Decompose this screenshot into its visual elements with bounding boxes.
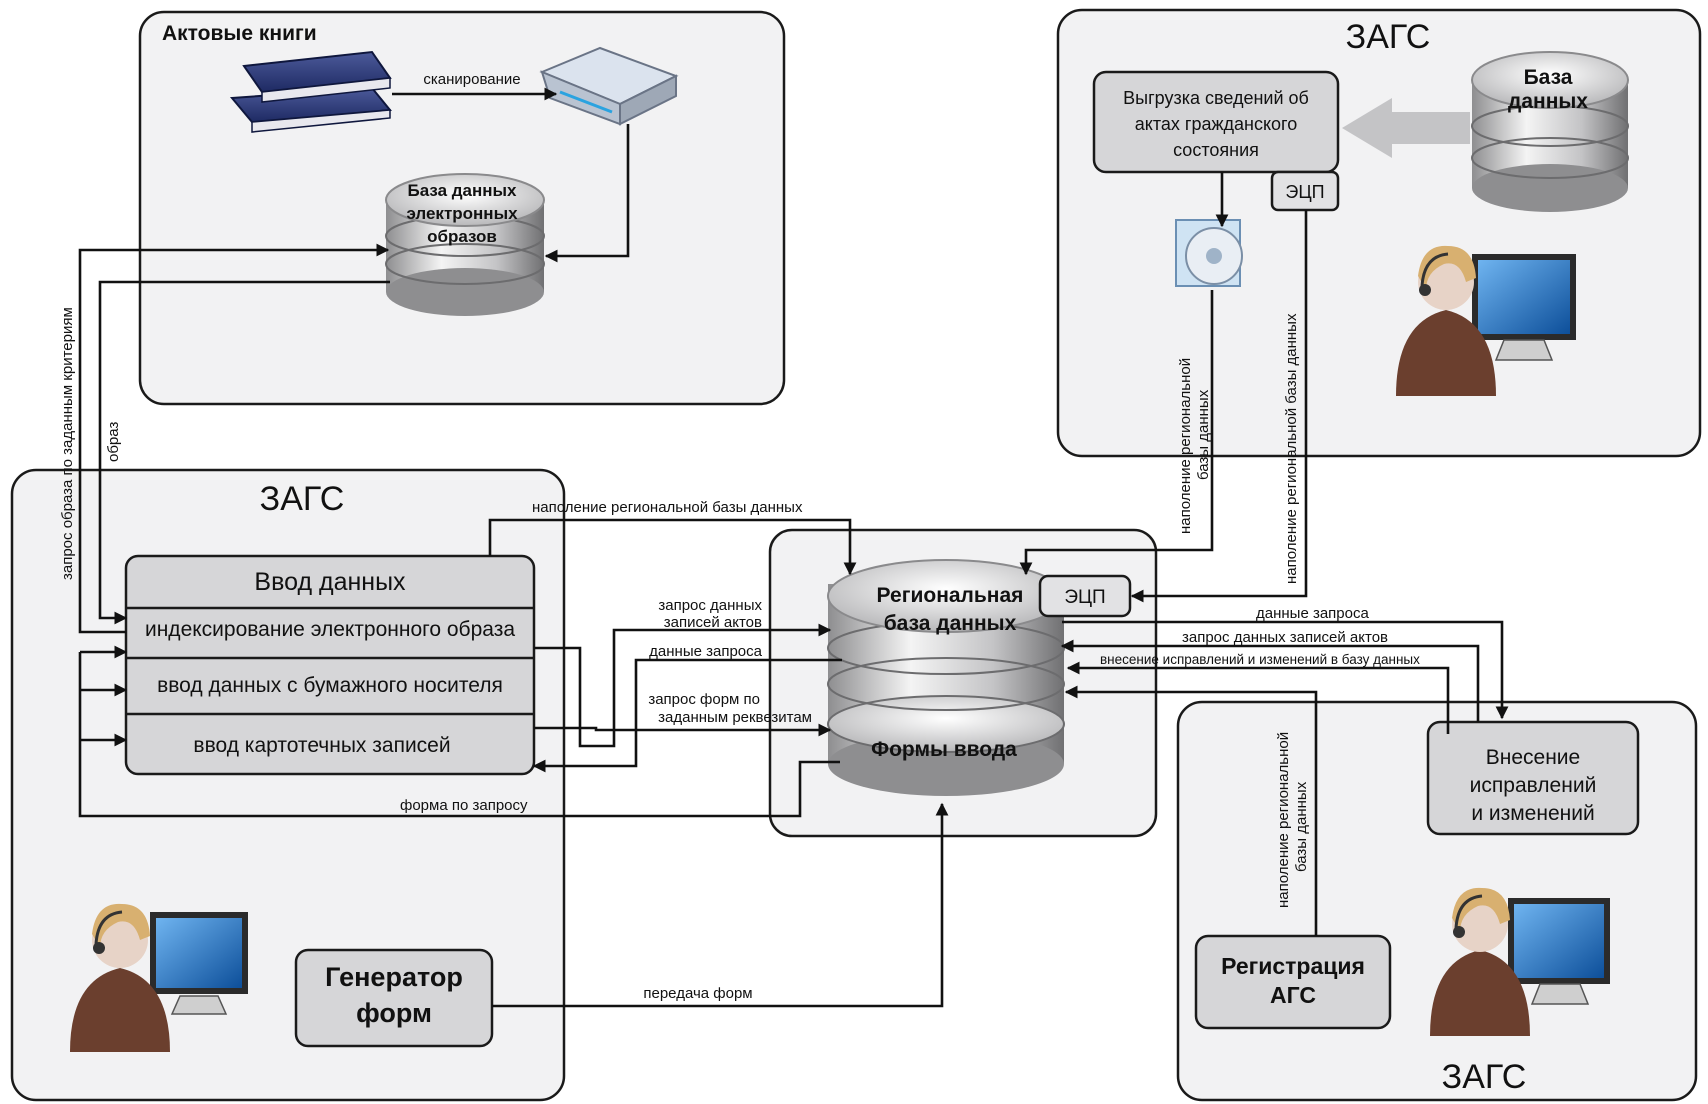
right-db-label-1: База (1524, 66, 1573, 89)
records-query-label-1: запрос данных (658, 597, 762, 614)
forms-generator-label-1: Генератор (325, 962, 463, 992)
fill-regional-bottom-label-1: наполение региональной (1275, 732, 1292, 908)
registration-box[interactable] (1194, 934, 1392, 1030)
corrections-label-2: исправлений (1470, 774, 1597, 797)
right-db-label-2: данных (1508, 90, 1588, 113)
query-data-label: данные запроса (649, 643, 762, 660)
forms-query-arrow (534, 723, 832, 737)
form-on-request-arrow (78, 652, 840, 818)
right-corrections-label: внесение исправлений и изменений в базу … (1100, 652, 1420, 667)
right-db-icon (1471, 51, 1629, 212)
export-label-1: Выгрузка сведений об (1123, 88, 1309, 108)
fill-regional-cd-label-2: базы данных (1195, 389, 1212, 480)
fill-regional-cd-label-1: наполение региональной (1177, 358, 1194, 534)
cd-disk-icon (1175, 219, 1243, 287)
export-label-2: актах гражданского (1135, 114, 1298, 134)
forms-query-label-2: заданным реквезитам (658, 709, 812, 726)
center-ecp-box (1038, 574, 1132, 618)
data-input-header: Ввод данных (254, 568, 406, 596)
corrections-label-3: и изменений (1471, 802, 1594, 825)
query-data-arrow (532, 658, 842, 773)
export-box[interactable] (1092, 70, 1340, 174)
electronic-images-db-label-2: электронных (406, 204, 518, 223)
registration-label-2: АГС (1270, 982, 1316, 1008)
row-card-records[interactable]: ввод картотечных записей (193, 734, 450, 757)
forms-generator-label-2: форм (356, 998, 432, 1028)
scanner-to-db-arrow (544, 124, 630, 263)
fill-regional-right-label: наполение региональной базы данных (1283, 313, 1300, 584)
row-indexing[interactable]: индексирование электронного образа (145, 618, 515, 641)
image-request-label: запрос образа по заданным критериям (59, 307, 76, 580)
input-forms-label: Формы ввода (871, 738, 1017, 761)
corrections-label-1: Внесение (1486, 746, 1580, 769)
right-bottom-panel-title: ЗАГС (1442, 1058, 1527, 1096)
right-top-panel-title: ЗАГС (1346, 18, 1431, 56)
image-request-arrow (78, 243, 390, 634)
regional-db-icon (827, 559, 1065, 796)
left-panel-title: ЗАГС (260, 480, 345, 518)
cd-to-regional-arrow (1019, 290, 1214, 576)
registration-label-1: Регистрация (1221, 953, 1365, 979)
right-query-data-arrow (1062, 620, 1509, 720)
electronic-images-db-icon (385, 173, 545, 316)
operator-workstation-left-icon (70, 903, 248, 1052)
regional-db-label-1: Региональная (877, 584, 1024, 607)
right-query-data-label: данные запроса (1256, 605, 1369, 622)
fill-regional-bottom-label-2: базы данных (1293, 781, 1310, 872)
electronic-images-db-label-3: образов (427, 227, 497, 246)
image-return-arrow (98, 280, 390, 625)
forms-query-label-1: запрос форм по (648, 691, 760, 708)
data-input-box (124, 554, 536, 776)
forms-transfer-label: передача форм (643, 985, 752, 1002)
electronic-images-db-label-1: База данных (407, 181, 517, 200)
db-to-export-arrow (1342, 98, 1470, 158)
corrections-box[interactable] (1426, 720, 1640, 836)
records-query-label-2: записей актов (664, 614, 762, 631)
right-corrections-arrow (1066, 661, 1450, 734)
right-records-query-arrow (1060, 639, 1480, 722)
forms-generator-box[interactable] (294, 948, 494, 1048)
form-on-request-label: форма по запросу (400, 797, 528, 814)
row-paper-input[interactable]: ввод данных с бумажного носителя (157, 674, 503, 697)
registration-to-regional-arrow (1064, 685, 1318, 936)
top-panel-title: Актовые книги (162, 22, 317, 45)
right-ecp-label: ЭЦП (1285, 182, 1324, 202)
center-ecp-label: ЭЦП (1064, 587, 1105, 608)
scanner-icon (539, 46, 679, 126)
fill-regional-arrow (488, 518, 857, 576)
forms-transfer-arrow (492, 802, 949, 1008)
operator-workstation-right-bottom-icon (1430, 887, 1610, 1036)
records-query-arrow (534, 623, 832, 748)
books-icon (229, 50, 392, 133)
right-records-query-label: запрос данных записей актов (1182, 629, 1388, 646)
regional-db-label-2: база данных (884, 612, 1017, 635)
export-label-3: состояния (1173, 140, 1259, 160)
ecp-to-regional-arrow (1130, 210, 1308, 603)
fill-regional-label: наполение региональной базы данных (532, 499, 803, 516)
scan-label: сканирование (423, 71, 520, 88)
image-label: образ (105, 422, 122, 462)
operator-workstation-right-top-icon (1396, 245, 1576, 396)
